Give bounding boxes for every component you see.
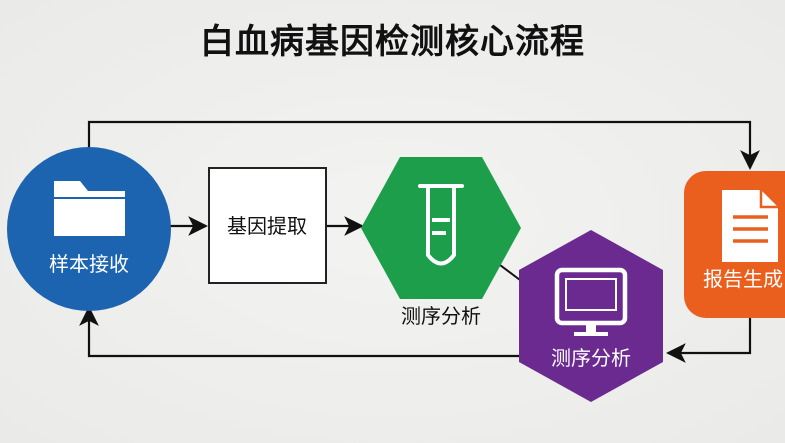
node-report-label: 报告生成 — [703, 267, 783, 291]
node-seq[interactable] — [361, 157, 521, 299]
node-extract-label: 基因提取 — [227, 214, 307, 238]
analysis-to-sample-connector — [79, 306, 520, 358]
node-analysis-label: 测序分析 — [551, 346, 631, 370]
node-analysis[interactable]: 测序分析 — [519, 230, 663, 402]
node-extract[interactable]: 基因提取 — [208, 167, 327, 284]
node-sample[interactable]: 样本接收 — [7, 147, 171, 311]
report-to-analysis-connector — [666, 318, 752, 363]
document-icon — [722, 190, 778, 262]
monitor-icon — [554, 267, 628, 336]
node-sample-label: 样本接收 — [49, 252, 129, 276]
top-loop-connector — [87, 120, 760, 170]
diagram-title: 白血病基因检测核心流程 — [200, 22, 585, 62]
node-report[interactable]: 报告生成 — [684, 171, 785, 318]
folder-icon — [54, 181, 125, 236]
node-seq-label: 测序分析 — [401, 304, 481, 328]
test-tube-icon — [418, 184, 464, 266]
